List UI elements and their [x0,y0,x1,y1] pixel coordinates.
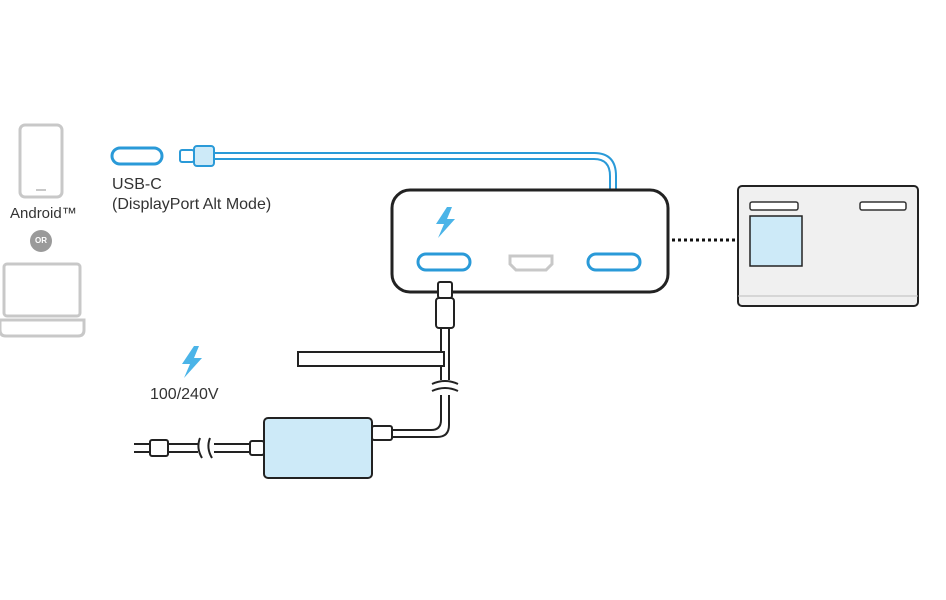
power-cable [392,328,450,438]
ac-cord [168,443,250,453]
mounting-bar [297,351,445,367]
or-badge: OR [30,230,52,252]
dock-icon [390,188,670,294]
power-adapter-icon [263,417,373,479]
dock-power-plug [435,281,455,329]
usb-c-label: USB-C [112,176,162,193]
phone-icon [18,123,64,199]
displayport-label: (DisplayPort Alt Mode) [112,196,272,213]
voltage-label: 100/240V [150,386,219,403]
usb-c-port-icon [586,252,642,272]
device-icon [737,185,919,307]
hdmi-port-icon [508,254,554,272]
power-plug-icon [134,439,169,457]
android-label: Android™ [10,205,77,222]
usb-c-port-icon [110,146,164,166]
lightning-icon [436,207,455,238]
usb-c-cable [214,152,617,200]
usb-c-cable-plug [179,145,215,167]
usb-c-port-icon [416,252,472,272]
lightning-icon [182,346,202,378]
laptop-icon [0,262,86,338]
